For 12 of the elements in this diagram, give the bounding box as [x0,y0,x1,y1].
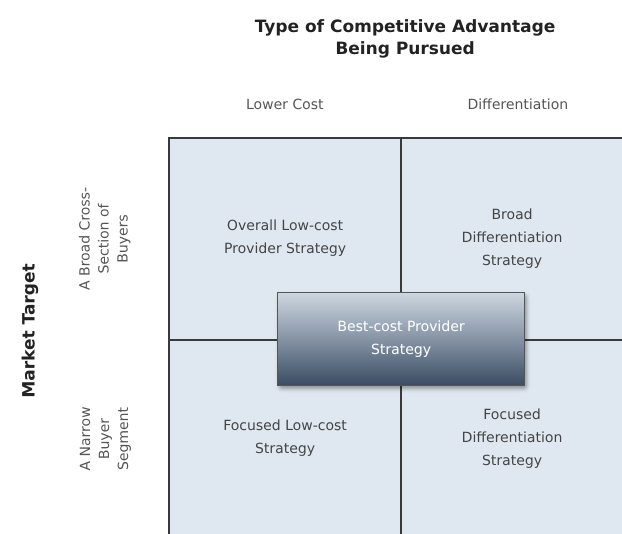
chart-title: Type of Competitive Advantage Being Pursued [254,16,556,60]
cell-label: Focused Differentiation Strategy [444,404,580,472]
column-header: Differentiation [468,97,568,113]
column-header: Lower Cost [246,97,324,113]
axis-title: Market Target [20,262,40,400]
highlight-box [277,292,525,386]
cell-label: Focused Low-cost Strategy [217,415,353,461]
cell-label: Overall Low-cost Provider Strategy [217,215,353,261]
row-header: A Broad Cross-Section of Buyers [76,186,132,292]
box-label: Best-cost Provider Strategy [336,318,466,360]
cell-label: Broad Differentiation Strategy [444,204,580,272]
row-header: A Narrow Buyer Segment [76,404,132,472]
